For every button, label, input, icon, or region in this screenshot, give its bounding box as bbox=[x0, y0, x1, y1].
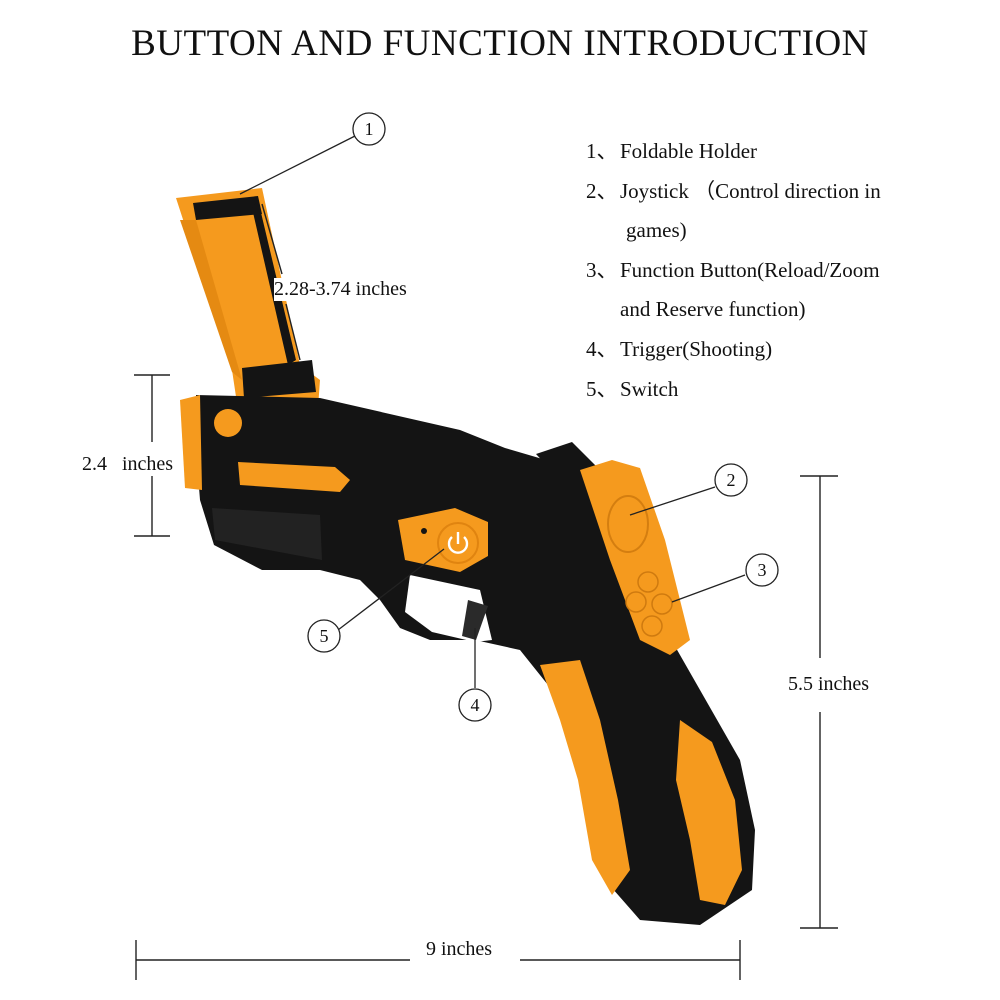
page-title: BUTTON AND FUNCTION INTRODUCTION bbox=[131, 23, 869, 64]
height-dimension-label: 2.4 inches bbox=[82, 453, 174, 476]
callout-circle-2 bbox=[714, 463, 748, 497]
control-panel bbox=[580, 460, 690, 655]
callout-label-5: 5 bbox=[320, 626, 329, 646]
function-button-left[interactable] bbox=[625, 591, 647, 613]
power-icon[interactable] bbox=[447, 532, 469, 554]
holder-dimension-bottom bbox=[285, 303, 301, 361]
holder-dimension-label: 2.28-3.74 inches bbox=[274, 278, 407, 301]
grip-panels bbox=[540, 660, 742, 905]
function-button-right[interactable] bbox=[651, 593, 673, 615]
trigger[interactable] bbox=[462, 600, 488, 640]
callout-label-3: 3 bbox=[758, 560, 767, 580]
holder-dimension-top bbox=[261, 203, 283, 275]
callout-circle-3 bbox=[745, 553, 779, 587]
function-button-top[interactable] bbox=[637, 571, 659, 593]
function-button-bottom[interactable] bbox=[641, 615, 663, 637]
callout-circle-4 bbox=[458, 688, 492, 722]
joystick[interactable] bbox=[607, 495, 649, 553]
legend-item-1: 1、Foldable Holder bbox=[586, 139, 758, 163]
legend-item-2-continued: games) bbox=[626, 218, 687, 243]
legend-item-3-continued: and Reserve function) bbox=[620, 297, 806, 322]
callout-label-1: 1 bbox=[365, 119, 374, 139]
gun-body bbox=[180, 395, 755, 925]
callout-label-4: 4 bbox=[471, 695, 480, 715]
callout-circle-5 bbox=[307, 619, 341, 653]
callout-circle-1 bbox=[352, 112, 386, 146]
legend-item-2: 2、Joystick （Control direction in bbox=[586, 178, 881, 203]
callout-label-2: 2 bbox=[727, 470, 736, 490]
function-legend: 1、Foldable Holder 2、Joystick （Control di… bbox=[586, 132, 986, 409]
switch-panel bbox=[398, 508, 488, 572]
legend-item-3: 3、Function Button(Reload/Zoom bbox=[586, 257, 880, 282]
foldable-holder bbox=[176, 188, 320, 410]
dimension-lines bbox=[134, 203, 838, 980]
length-dimension-label: 9 inches bbox=[426, 938, 493, 961]
legend-item-5: 5、Switch bbox=[586, 376, 679, 401]
callouts bbox=[239, 112, 779, 722]
grip-dimension-label: 5.5 inches bbox=[788, 673, 870, 696]
legend-item-4: 4、Trigger(Shooting) bbox=[586, 336, 773, 361]
